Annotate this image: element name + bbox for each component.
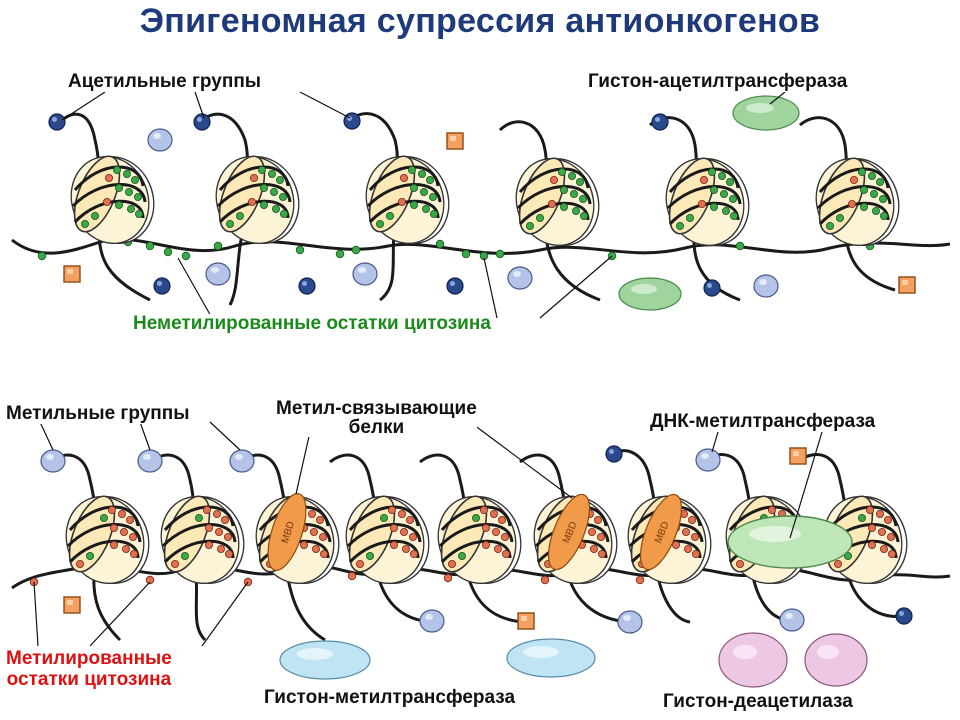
methyl-group-1 bbox=[40, 449, 66, 473]
acetyl-group-6 bbox=[298, 277, 316, 295]
acetyl-group-3 bbox=[343, 112, 361, 130]
histone-methyltransferase-label: Гистон-метилтрансфераза bbox=[264, 687, 516, 708]
top-dna-linker bbox=[11, 237, 951, 255]
top-leader-lines bbox=[61, 91, 786, 319]
methyl-group-2 bbox=[137, 449, 163, 473]
top-nucleosome-2 bbox=[204, 146, 311, 255]
mbd-protein-2: MBD bbox=[547, 493, 591, 571]
top-panel bbox=[11, 91, 951, 319]
acetyl-groups-label: Ацетильные группы bbox=[68, 71, 262, 92]
histone-acetyltransferase-label: Гистон-ацетилтрансфераза bbox=[588, 71, 848, 92]
top-nucleosome-1 bbox=[59, 146, 166, 255]
acetyl-group-bottom-1 bbox=[605, 445, 623, 463]
bottom-nucleosome-5 bbox=[426, 486, 533, 595]
methyl-group-top-5 bbox=[753, 274, 779, 298]
dna-methyltransferase-label: ДНК-метилтрансфераза bbox=[650, 411, 876, 432]
mbd-protein-1: MBD bbox=[267, 493, 307, 571]
acetyl-group-1 bbox=[48, 113, 66, 131]
acetyl-group-8 bbox=[703, 279, 721, 297]
hdac-enzyme-1 bbox=[718, 632, 788, 688]
methyl-group-7 bbox=[779, 608, 805, 632]
cofactor-square-bottom-1 bbox=[789, 447, 807, 465]
acetyl-group-5 bbox=[153, 277, 171, 295]
mbd-protein-3: MBD bbox=[639, 493, 683, 571]
methyl-group-3 bbox=[229, 449, 255, 473]
cofactor-square-bottom-3 bbox=[517, 612, 535, 630]
acetyl-group-7 bbox=[446, 277, 464, 295]
methyl-group-top-2 bbox=[205, 262, 231, 286]
dnmt-enzyme bbox=[727, 515, 853, 569]
cofactor-square-2 bbox=[63, 265, 81, 283]
methyl-group-top-1 bbox=[147, 128, 173, 152]
bottom-panel: MBD MBD MBD bbox=[11, 421, 951, 688]
top-nucleosome-4 bbox=[504, 148, 611, 257]
methyl-group-4 bbox=[695, 448, 721, 472]
methylated-cytosine-label: Метилированные остатки цитозина bbox=[6, 648, 172, 690]
page-title: Эпигеномная супрессия антионкогенов bbox=[139, 2, 821, 40]
methyl-groups-label: Метильные группы bbox=[6, 403, 190, 424]
cofactor-square-bottom-2 bbox=[63, 596, 81, 614]
bottom-leader-lines bbox=[33, 421, 823, 647]
top-nucleosome-5 bbox=[654, 148, 761, 257]
methyl-group-5 bbox=[419, 609, 445, 633]
cofactor-square-3 bbox=[898, 276, 916, 294]
cofactor-square-1 bbox=[446, 132, 464, 150]
acetyl-group-bottom-2 bbox=[895, 607, 913, 625]
hmt-enzyme-2 bbox=[506, 638, 596, 678]
acetyl-group-2 bbox=[193, 113, 211, 131]
hat-enzyme-2 bbox=[618, 277, 682, 311]
hat-enzyme-1 bbox=[732, 95, 800, 131]
methyl-group-top-3 bbox=[352, 262, 378, 286]
top-nucleosome-3 bbox=[354, 146, 461, 255]
hmt-enzyme-1 bbox=[279, 640, 371, 680]
methyl-binding-proteins-label: Метил-связывающие белки bbox=[276, 398, 477, 438]
top-nucleosome-6 bbox=[804, 148, 911, 257]
bottom-nucleosome-1 bbox=[54, 486, 161, 595]
unmethylated-cytosine-label: Неметилированные остатки цитозина bbox=[133, 313, 491, 334]
hdac-enzyme-2 bbox=[804, 633, 868, 687]
methyl-group-top-4 bbox=[507, 266, 533, 290]
acetyl-group-4 bbox=[651, 113, 669, 131]
histone-deacetylase-label: Гистон-деацетилаза bbox=[663, 691, 853, 712]
bottom-nucleosome-2 bbox=[149, 486, 256, 595]
bottom-cytosine-dots bbox=[29, 571, 885, 587]
methyl-group-6 bbox=[617, 610, 643, 634]
